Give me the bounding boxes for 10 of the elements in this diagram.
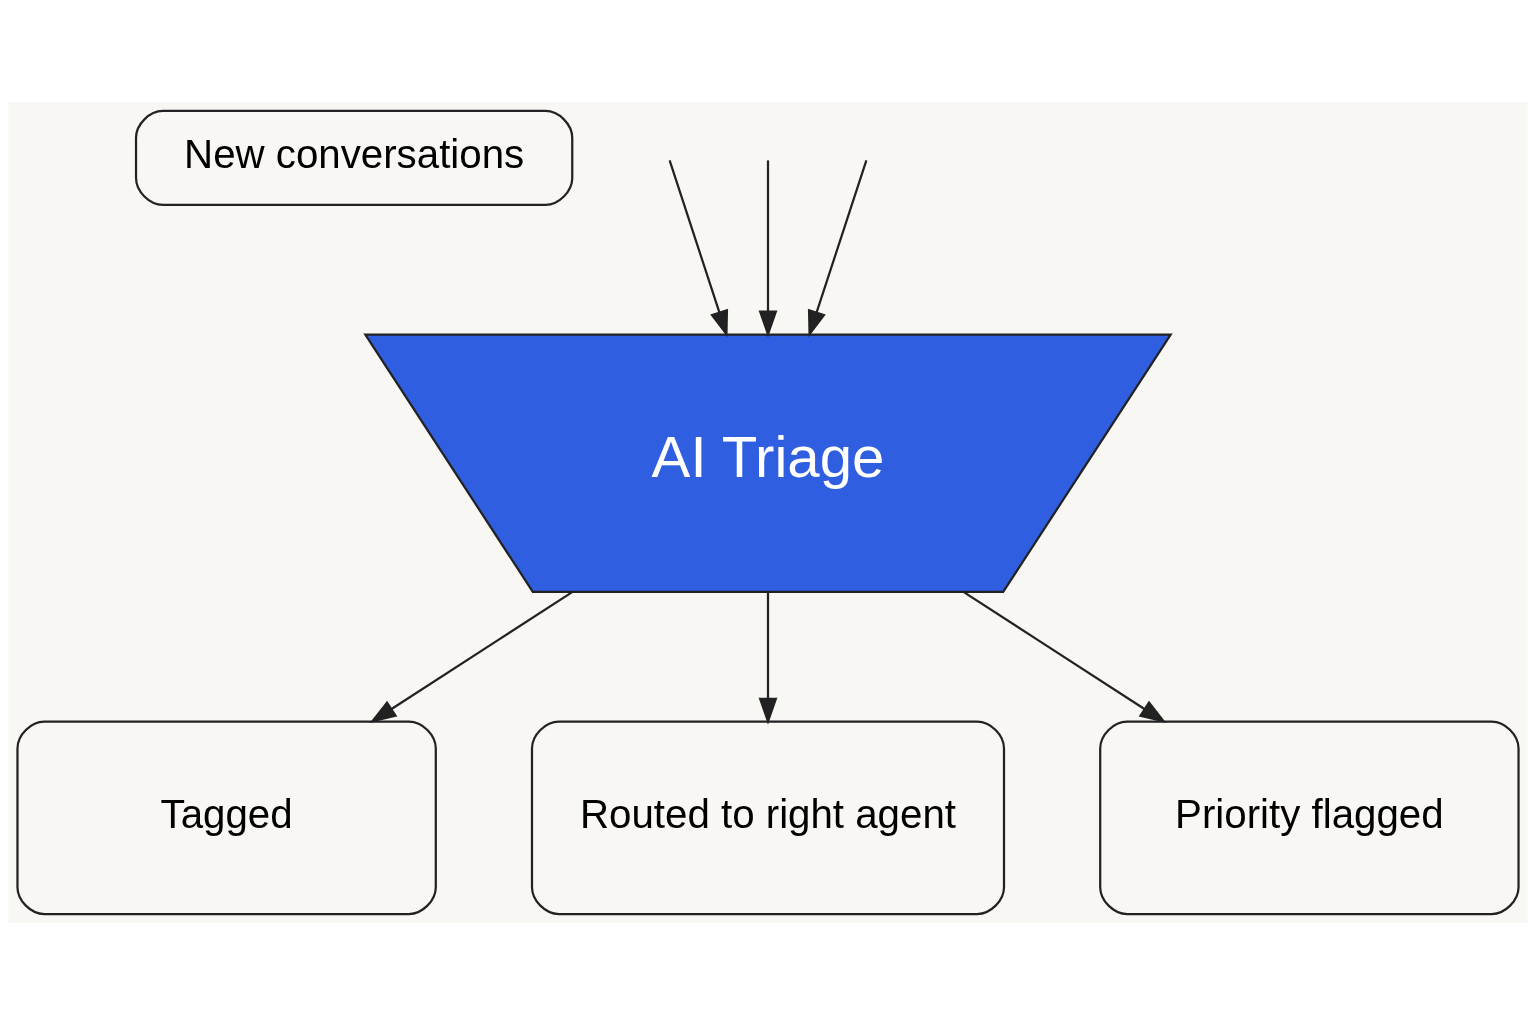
node-box: Tagged (16, 720, 437, 915)
arrow (369, 590, 574, 723)
arrow (758, 591, 778, 725)
node-box: Priority flagged (1099, 720, 1520, 915)
node-box: New conversations (134, 109, 574, 206)
arrow (807, 159, 868, 337)
arrow (962, 590, 1167, 723)
node-box: Routed to right agent (530, 720, 1006, 915)
arrow (758, 159, 778, 337)
arrow (668, 159, 729, 337)
